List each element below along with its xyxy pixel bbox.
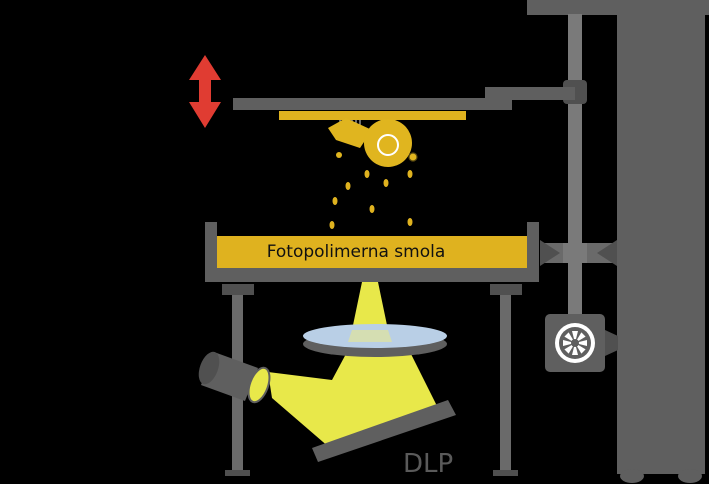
- build-arm: [233, 87, 575, 120]
- dlp-label: DLP: [403, 449, 453, 479]
- tower-foot-right: [678, 469, 702, 483]
- bracket-clamp-right: [597, 240, 617, 266]
- resin-label: Fotopolimerna smola: [267, 242, 446, 262]
- vat-floor: [205, 268, 539, 282]
- dlp-mirror: [312, 400, 456, 462]
- arm-beam: [233, 87, 575, 110]
- fan-icon: [555, 323, 595, 363]
- motor-mount: [605, 330, 618, 356]
- resin-vat: Fotopolimerna smola: [205, 222, 539, 282]
- object-arm: [328, 118, 372, 148]
- tower-column: [617, 0, 705, 474]
- object-hole: [377, 134, 399, 156]
- resin-drips: [329, 170, 413, 229]
- tower-foot-left: [620, 469, 644, 483]
- rod-bracket-joint: [563, 243, 587, 263]
- motor-box: [545, 314, 618, 372]
- printed-object: [328, 118, 418, 167]
- vat-wall-left: [205, 222, 217, 282]
- beam-upper: [352, 282, 388, 330]
- lens: [303, 324, 447, 357]
- rod: [568, 14, 582, 319]
- light-source: [198, 351, 271, 404]
- vat-wall-right: [527, 222, 539, 282]
- printer-tower: [527, 0, 709, 483]
- up-down-arrow-icon: [189, 55, 221, 128]
- build-platform: [279, 111, 466, 120]
- bracket-clamp-left: [540, 240, 560, 266]
- resin: [217, 236, 527, 268]
